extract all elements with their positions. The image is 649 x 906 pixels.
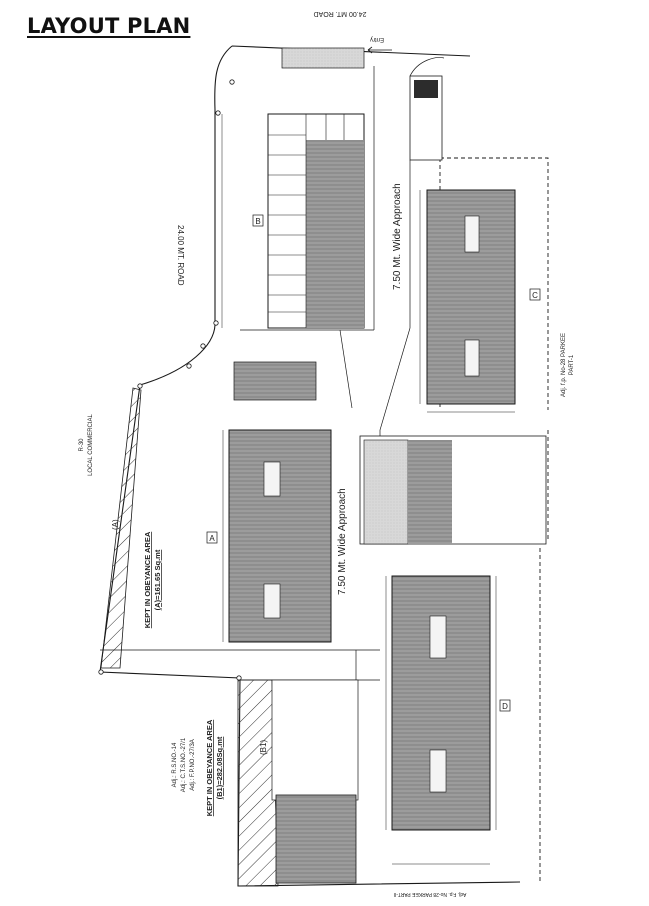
block-c-core-2 xyxy=(464,339,480,377)
block-b-hatched xyxy=(306,140,364,328)
dimension-lines xyxy=(221,114,515,865)
block-a-label: A xyxy=(209,534,215,543)
cp-ramp xyxy=(363,439,409,545)
adj-left-line3: Adj.: F.P.NO.-27/3A xyxy=(190,739,196,791)
block-b-label: B xyxy=(255,217,260,226)
block-b-shops xyxy=(268,114,345,328)
obeyance-a-line1: KEPT IN OBEYANCE AREA xyxy=(143,531,152,628)
block-a-tag-box xyxy=(206,531,218,544)
obeyance-b1-line1: KEPT IN OBEYANCE AREA xyxy=(205,719,214,816)
block-c-core-1 xyxy=(464,215,480,253)
block-c-label: C xyxy=(532,291,538,300)
guard-room-fill xyxy=(414,80,438,98)
block-a-core-2 xyxy=(263,583,281,619)
block-d-label: D xyxy=(502,702,508,711)
entry-label: Entry xyxy=(370,36,384,42)
top-strip xyxy=(281,47,365,69)
road-side-label: 24.00 MT. ROAD xyxy=(176,225,185,286)
block-c-tag-box xyxy=(529,288,541,301)
page-title: LAYOUT PLAN xyxy=(27,14,191,38)
cp-hatched xyxy=(408,440,452,544)
obeyance-b1-tag: (B1) xyxy=(259,740,268,755)
small-block xyxy=(233,361,317,401)
link-lines xyxy=(100,649,380,681)
approach-upper-label: 7.50 Mt. Wide Approach xyxy=(392,183,403,290)
guard-curve xyxy=(409,57,445,77)
approach-road xyxy=(240,66,411,540)
approach-lower-label: 7.50 Mt. Wide Approach xyxy=(337,488,348,595)
obeyance-b1-line2: (B1)=282.08Sq.mt xyxy=(215,736,224,799)
block-d-core-1 xyxy=(429,615,447,659)
obeyance-a-tag: (A) xyxy=(111,519,120,530)
adj-left-line2: Adj.: C.T.S.NO.-27/1 xyxy=(181,737,187,792)
r30-line2: LOCAL COMMERCIAL xyxy=(88,413,94,475)
obeyance-area-a xyxy=(100,387,142,669)
entry-arrow xyxy=(367,46,392,54)
r30-line1: R-30 xyxy=(79,438,85,452)
block-a-core-1 xyxy=(263,461,281,497)
lower-left-block xyxy=(275,794,357,884)
block-d-core-2 xyxy=(429,749,447,793)
block-b-tag-box xyxy=(252,214,264,227)
adj-left-line1: Adj.: R.S.NO.-14 xyxy=(172,742,178,787)
block-d-tag-box xyxy=(499,699,511,712)
adj-right-line2: PART-1 xyxy=(569,354,575,375)
cp2-area xyxy=(271,679,359,801)
road-top-label: 24.00 MT. ROAD xyxy=(314,10,367,17)
adj-bottom-label: Adj. F.p. No-28 PARKEE PART-II xyxy=(394,891,467,897)
adj-right-line1: Adj. f.p. No-28 PARKEE xyxy=(561,333,567,397)
dashed-boundary xyxy=(439,157,549,882)
obeyance-a-line2: (A)=161.65 Sq.mt xyxy=(153,549,162,610)
